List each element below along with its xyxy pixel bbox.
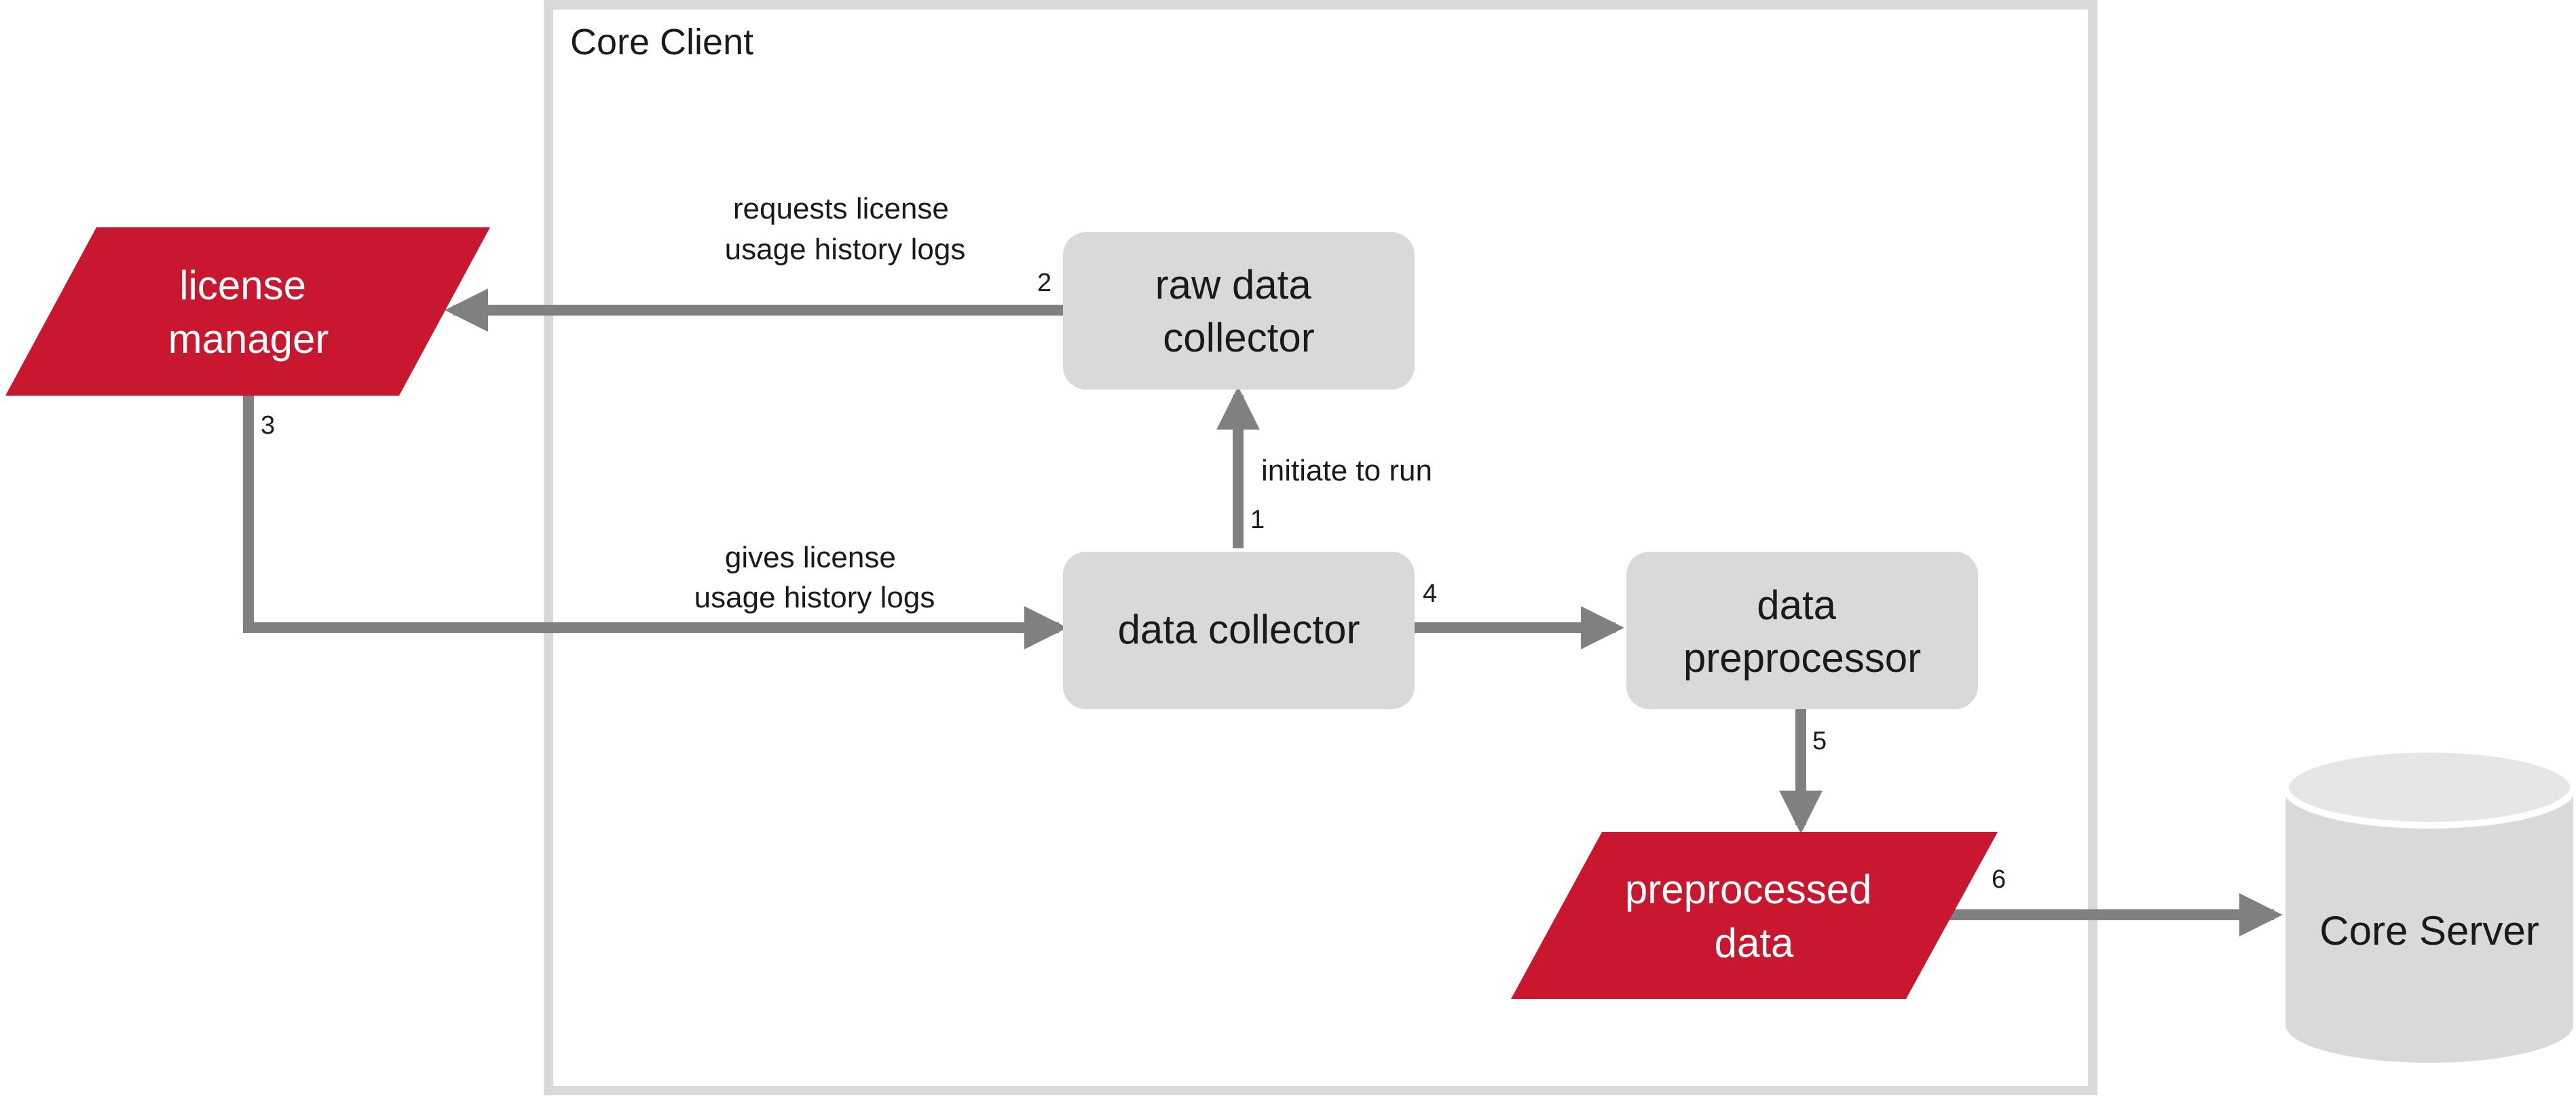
- step-number-5: 5: [1812, 727, 1827, 755]
- node-data-collector: data collector: [1063, 552, 1415, 709]
- step-number-1: 1: [1250, 506, 1265, 534]
- preprocessed-data-label: preprocessed data: [1625, 867, 1883, 966]
- core-client-title: Core Client: [570, 22, 753, 62]
- edges: [243, 288, 2283, 937]
- core-server-label: Core Server: [2319, 908, 2539, 953]
- core-server-cylinder-top: [2282, 746, 2576, 829]
- step-number-3: 3: [261, 411, 275, 440]
- node-raw-data-collector: raw data collector: [1063, 232, 1415, 390]
- step-number-2: 2: [1037, 269, 1051, 297]
- node-core-server: Core Server: [2282, 746, 2576, 1063]
- core-server-cylinder-body: [2285, 787, 2573, 1063]
- edge-3-label: gives license usage history logs: [694, 541, 935, 614]
- raw-data-collector-box: [1063, 232, 1415, 390]
- step-number-6: 6: [1992, 865, 2006, 894]
- node-data-preprocessor: data preprocessor: [1626, 552, 1978, 709]
- raw-data-collector-label: raw data collector: [1155, 262, 1323, 360]
- data-preprocessor-label: data preprocessor: [1683, 582, 1921, 681]
- data-collector-box: [1063, 552, 1415, 709]
- license-manager-shape: [5, 227, 490, 396]
- edge-3-arrow: [243, 396, 1068, 649]
- preprocessed-data-shape: [1511, 832, 1998, 999]
- license-manager-label: license manager: [168, 263, 329, 362]
- data-collector-label: data collector: [1118, 607, 1360, 652]
- node-preprocessed-data: preprocessed data: [1511, 832, 1998, 999]
- data-preprocessor-box: [1626, 552, 1978, 709]
- edge-1-label: initiate to run: [1261, 454, 1432, 487]
- node-license-manager: license manager: [5, 227, 490, 396]
- edge-2-label: requests license usage history logs: [725, 192, 966, 266]
- core-client-frame: [544, 0, 2097, 1095]
- step-number-4: 4: [1423, 580, 1437, 608]
